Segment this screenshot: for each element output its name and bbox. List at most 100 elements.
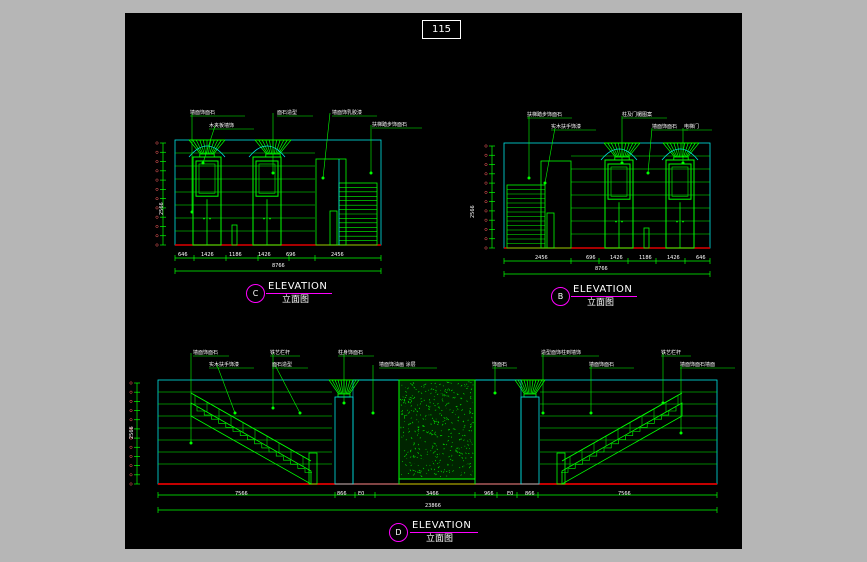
view-b-dim-height-mark-2 [484,163,488,166]
view-d-feature-texture-390 [423,386,425,388]
view-b-leader-dot-4 [681,161,685,165]
view-d-dim-height-mark-7 [129,445,133,449]
view-d-stair-left-step-5 [232,427,240,432]
view-d-feature-texture-126 [468,381,470,383]
view-d-feature-texture-395 [414,456,416,458]
view-d-dim-height-mark-2 [129,399,133,403]
view-d-feature-texture-213 [471,416,473,419]
view-c-capital-2-fan-7 [275,139,281,155]
view-c-capital-2-fan-2 [261,139,270,155]
view-d-dim-height-mark-3 [129,409,133,412]
view-b-leader-dot-0 [527,176,531,180]
dim-c-3: 1186 [229,252,242,258]
view-b-door-1-arch [600,148,638,161]
view-d-stair-right-step-10 [597,448,605,453]
view-d-feature-texture-26 [402,396,404,398]
view-b-capital-1-fan-3 [614,142,620,158]
view-b-door-1-knob-r [621,220,623,223]
view-c-dim-height-mark-3 [155,169,159,173]
view-d-feature-texture-21 [416,419,418,421]
view-d-newel-right [556,452,566,485]
note-d-11: 墙面饰面石墙面 [680,362,716,368]
view-d-feature-texture-18 [420,454,422,457]
view-d-column-left [334,396,354,485]
view-d-feature-texture-407 [458,448,460,450]
dim-c-2: 1426 [201,252,214,258]
view-d-feature-texture-408 [414,447,417,450]
view-d-feature-texture-187 [435,473,437,476]
view-c-capital-1-fan-10 [213,139,226,155]
view-d-feature-texture-161 [430,468,433,470]
view-c-leader-3 [322,112,331,179]
view-d-feature-texture-149 [409,462,411,464]
view-b-leader-dot-2 [620,161,624,165]
view-b-dim-height-mark-5 [484,190,488,194]
view-b-door-1-knob-l [615,220,617,223]
view-b-door-2-inner [671,166,689,197]
view-b-capital-2-fan-8 [684,142,693,158]
view-c-dim-height-mark-2 [155,160,159,163]
view-d-feature-texture-352 [462,420,465,422]
view-d-stair-right-step-2 [654,415,662,420]
view-d-feature-texture-72 [443,417,446,419]
view-c-capital-2-fan-10 [279,139,292,155]
view-d-capital-right-fan-10 [535,379,546,395]
view-d-feature-texture-355 [455,449,457,452]
view-d-stair-left-step-15 [304,468,312,473]
view-d-feature-texture-105 [470,456,473,459]
view-d-feature-texture-7 [430,433,432,435]
view-d-stair-left-step-14 [297,464,305,469]
view-d-leader-dot-0 [189,441,193,445]
view-c-door-2-arch [248,145,286,158]
view-d-feature-texture-236 [410,417,412,419]
view-d-feature-texture-47 [437,423,439,426]
view-d-capital-left-fan-7 [345,379,351,395]
view-d-feature-texture-10 [424,415,427,417]
view-d-feature-texture-406 [423,425,425,427]
view-b-dim-height-mark-1 [484,153,488,157]
view-d-dim-height-mark-4 [129,418,133,422]
view-d-feature-texture-49 [448,395,450,397]
view-c-leader-dot-3 [321,176,325,180]
view-d-capital-right-neck [523,393,537,398]
view-d-capital-right-fan-9 [534,379,543,395]
view-d-feature-texture-89 [400,404,403,406]
view-c-door-1-inner [198,163,216,194]
dim-b-height: 2566 [470,205,476,218]
view-bubble-c: C [246,284,265,303]
note-d-5: 柱身饰面石 [338,350,364,356]
view-d-stair-left-step-0 [196,407,204,412]
view-c-door-2-inner [258,163,276,194]
view-c-capital-1-fan-8 [210,139,219,155]
view-b-capital-2-fan-0 [662,142,675,158]
dim-d-8: 7566 [618,491,631,497]
dim-d-height: 2566 [129,426,135,439]
dim-c-1: 646 [178,252,188,258]
view-title-d-cn: 立面图 [426,534,454,544]
view-title-d-en: ELEVATION [412,520,472,531]
view-d-feature-texture-240 [434,382,436,385]
view-d-leader-dot-6 [493,391,497,395]
view-c-dim-height-mark-0 [155,141,159,145]
view-d-stair-left-step-4 [225,423,233,428]
view-d-stair-right-step-12 [582,456,590,461]
view-d-feature-texture-217 [417,452,420,454]
note-d-2: 实木扶手饰漆 [209,362,240,368]
view-d-feature-texture-163 [456,447,459,449]
view-d-stair-left-step-12 [283,456,291,461]
view-d-feature-texture-148 [407,400,410,403]
view-d-leader-dot-1 [233,411,237,415]
view-d-feature-texture-179 [468,453,470,455]
view-d-feature-texture-140 [417,426,420,429]
view-title-c-cn: 立面图 [282,295,310,305]
view-d-feature-texture-218 [413,454,415,457]
view-d-feature-texture-28 [411,383,414,386]
dim-c-height: 2566 [159,202,165,215]
view-c-wall-panel [315,158,347,246]
view-b-dim-height-mark-8 [484,218,488,222]
view-d-capital-right-fan-4 [526,379,530,395]
view-d-capital-left-fan-0 [328,379,339,395]
note-c-3: 面石造型 [277,110,298,116]
view-d-feature-texture-120 [469,410,471,412]
view-d-feature-texture-394 [418,469,421,472]
